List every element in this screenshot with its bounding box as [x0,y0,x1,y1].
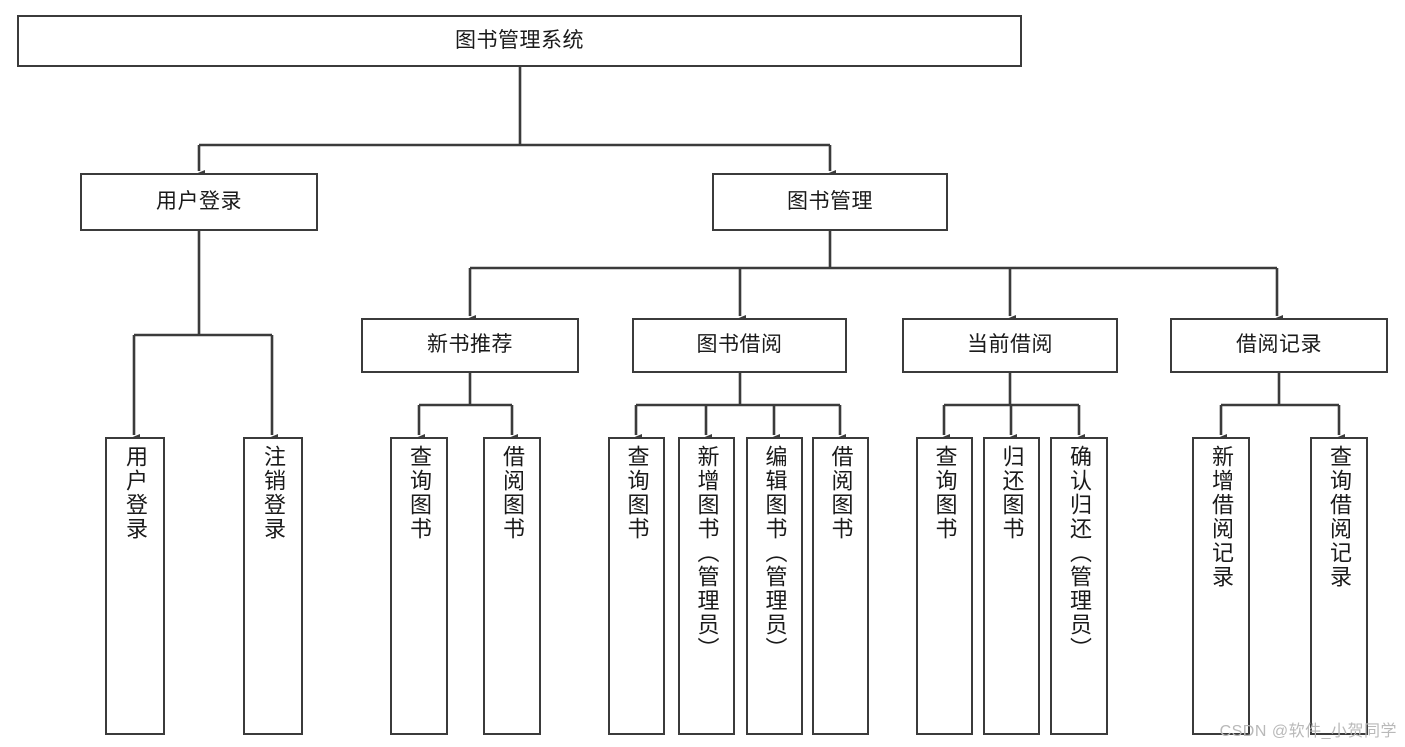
leaf-node[interactable]: 归还图书 [983,437,1040,735]
leaf-label: 用户登录 [123,445,148,541]
leaf-label: 借阅图书 [500,445,525,541]
leaf-node[interactable]: 查询图书 [390,437,448,735]
leaf-node[interactable]: 用户登录 [105,437,165,735]
watermark: CSDN @软件_小贺同学 [1219,723,1397,740]
node-borrow-record[interactable]: 借阅记录 [1170,318,1388,373]
leaf-label: 查询图书 [932,445,958,541]
leaf-label: 新增借阅记录 [1209,445,1234,589]
leaf-label: 借阅图书 [828,445,854,541]
leaf-label: 确认归还（管理员） [1067,445,1092,661]
node-book-borrow[interactable]: 图书借阅 [632,318,847,373]
node-borrow-record-label: 借阅记录 [1236,333,1322,357]
leaf-label: 查询图书 [624,445,650,541]
node-book-management[interactable]: 图书管理 [712,173,948,231]
leaf-node[interactable]: 编辑图书（管理员） [746,437,803,735]
leaf-node[interactable]: 借阅图书 [483,437,541,735]
leaf-label: 编辑图书（管理员） [762,445,788,661]
leaf-node[interactable]: 查询图书 [608,437,665,735]
node-new-book-recommend-label: 新书推荐 [427,333,513,357]
node-user-login[interactable]: 用户登录 [80,173,318,231]
node-root[interactable]: 图书管理系统 [17,15,1022,67]
leaf-node[interactable]: 查询借阅记录 [1310,437,1368,735]
leaf-label: 归还图书 [999,445,1025,541]
node-current-borrow-label: 当前借阅 [967,333,1053,357]
node-new-book-recommend[interactable]: 新书推荐 [361,318,579,373]
leaf-node[interactable]: 确认归还（管理员） [1050,437,1108,735]
node-book-borrow-label: 图书借阅 [696,333,783,357]
node-root-label: 图书管理系统 [455,28,584,52]
leaf-node[interactable]: 注销登录 [243,437,303,735]
node-book-management-label: 图书管理 [787,189,873,213]
leaf-label: 注销登录 [261,445,286,541]
leaf-label: 查询图书 [407,445,432,541]
leaf-node[interactable]: 新增图书（管理员） [678,437,735,735]
node-current-borrow[interactable]: 当前借阅 [902,318,1118,373]
leaf-node[interactable]: 借阅图书 [812,437,869,735]
leaf-node[interactable]: 查询图书 [916,437,973,735]
leaf-label: 新增图书（管理员） [694,445,720,661]
leaf-label: 查询借阅记录 [1327,445,1352,589]
leaf-node[interactable]: 新增借阅记录 [1192,437,1250,735]
node-user-login-label: 用户登录 [156,189,242,213]
